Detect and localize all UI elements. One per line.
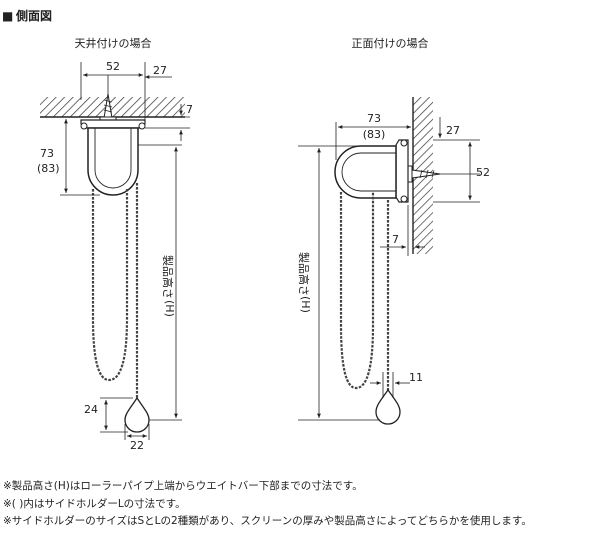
- ceiling-roller-housing: [87, 127, 139, 196]
- wall-screw: [407, 165, 441, 183]
- ceiling-hatch: [40, 97, 185, 117]
- dim-wall-52: 52: [476, 166, 490, 179]
- dim-ceiling-7: 7: [186, 103, 193, 116]
- wall-chain-weight: [375, 388, 401, 425]
- dim-ceiling-73: 73: [40, 147, 54, 160]
- wall-product-height-label: 製品高さ: [297, 252, 311, 296]
- ceiling-product-height-h: (H): [163, 300, 176, 317]
- wall-holder-clip: [395, 139, 409, 203]
- note-line-2: ※( )内はサイドホルダーLの寸法です。: [3, 497, 186, 510]
- dim-wall-11: 11: [409, 371, 423, 384]
- ceiling-product-height-label: 製品高さ: [161, 255, 175, 299]
- dim-ceiling-27: 27: [153, 64, 167, 77]
- dim-ceiling-22: 22: [130, 439, 144, 452]
- notes-section: ※製品高さ(H)はローラーパイプ上端からウエイトバー下部までの寸法です。 ※( …: [3, 478, 599, 531]
- dim-wall-7: 7: [392, 233, 399, 246]
- wall-bead-chain-loop: [339, 192, 375, 390]
- dim-ceiling-24: 24: [84, 403, 98, 416]
- wall-roller-housing: [334, 145, 397, 199]
- header-bullet: ■: [2, 9, 13, 23]
- section-title: 側面図: [15, 8, 52, 23]
- note-line-1: ※製品高さ(H)はローラーパイプ上端からウエイトバー下部までの寸法です。: [3, 480, 363, 492]
- ceiling-chain-weight: [124, 396, 150, 433]
- wall-view-title: 正面付けの場合: [352, 36, 429, 50]
- dim-ceiling-52: 52: [106, 60, 120, 73]
- wall-product-height-h: (H): [299, 296, 312, 313]
- ceiling-mount-view: 天井付けの場合 52 27: [37, 36, 193, 452]
- ceiling-holder-clip: [80, 119, 146, 129]
- wall-mount-view: 正面付けの場合 73 (83) 27: [297, 36, 490, 425]
- dim-wall-27: 27: [446, 124, 460, 137]
- side-view-diagram: ■ 側面図 天井付けの場合 52: [2, 8, 490, 452]
- note-line-3: ※サイドホルダーのサイズはSとLの2種類があり、スクリーンの厚みや製品高さによっ…: [3, 515, 532, 527]
- ceiling-bead-chain-loop: [91, 189, 129, 382]
- ceiling-screw: [99, 93, 117, 122]
- dim-wall-83: (83): [363, 128, 386, 141]
- dim-ceiling-83: (83): [37, 162, 60, 175]
- ceiling-view-title: 天井付けの場合: [75, 36, 152, 50]
- dim-wall-73: 73: [367, 112, 381, 125]
